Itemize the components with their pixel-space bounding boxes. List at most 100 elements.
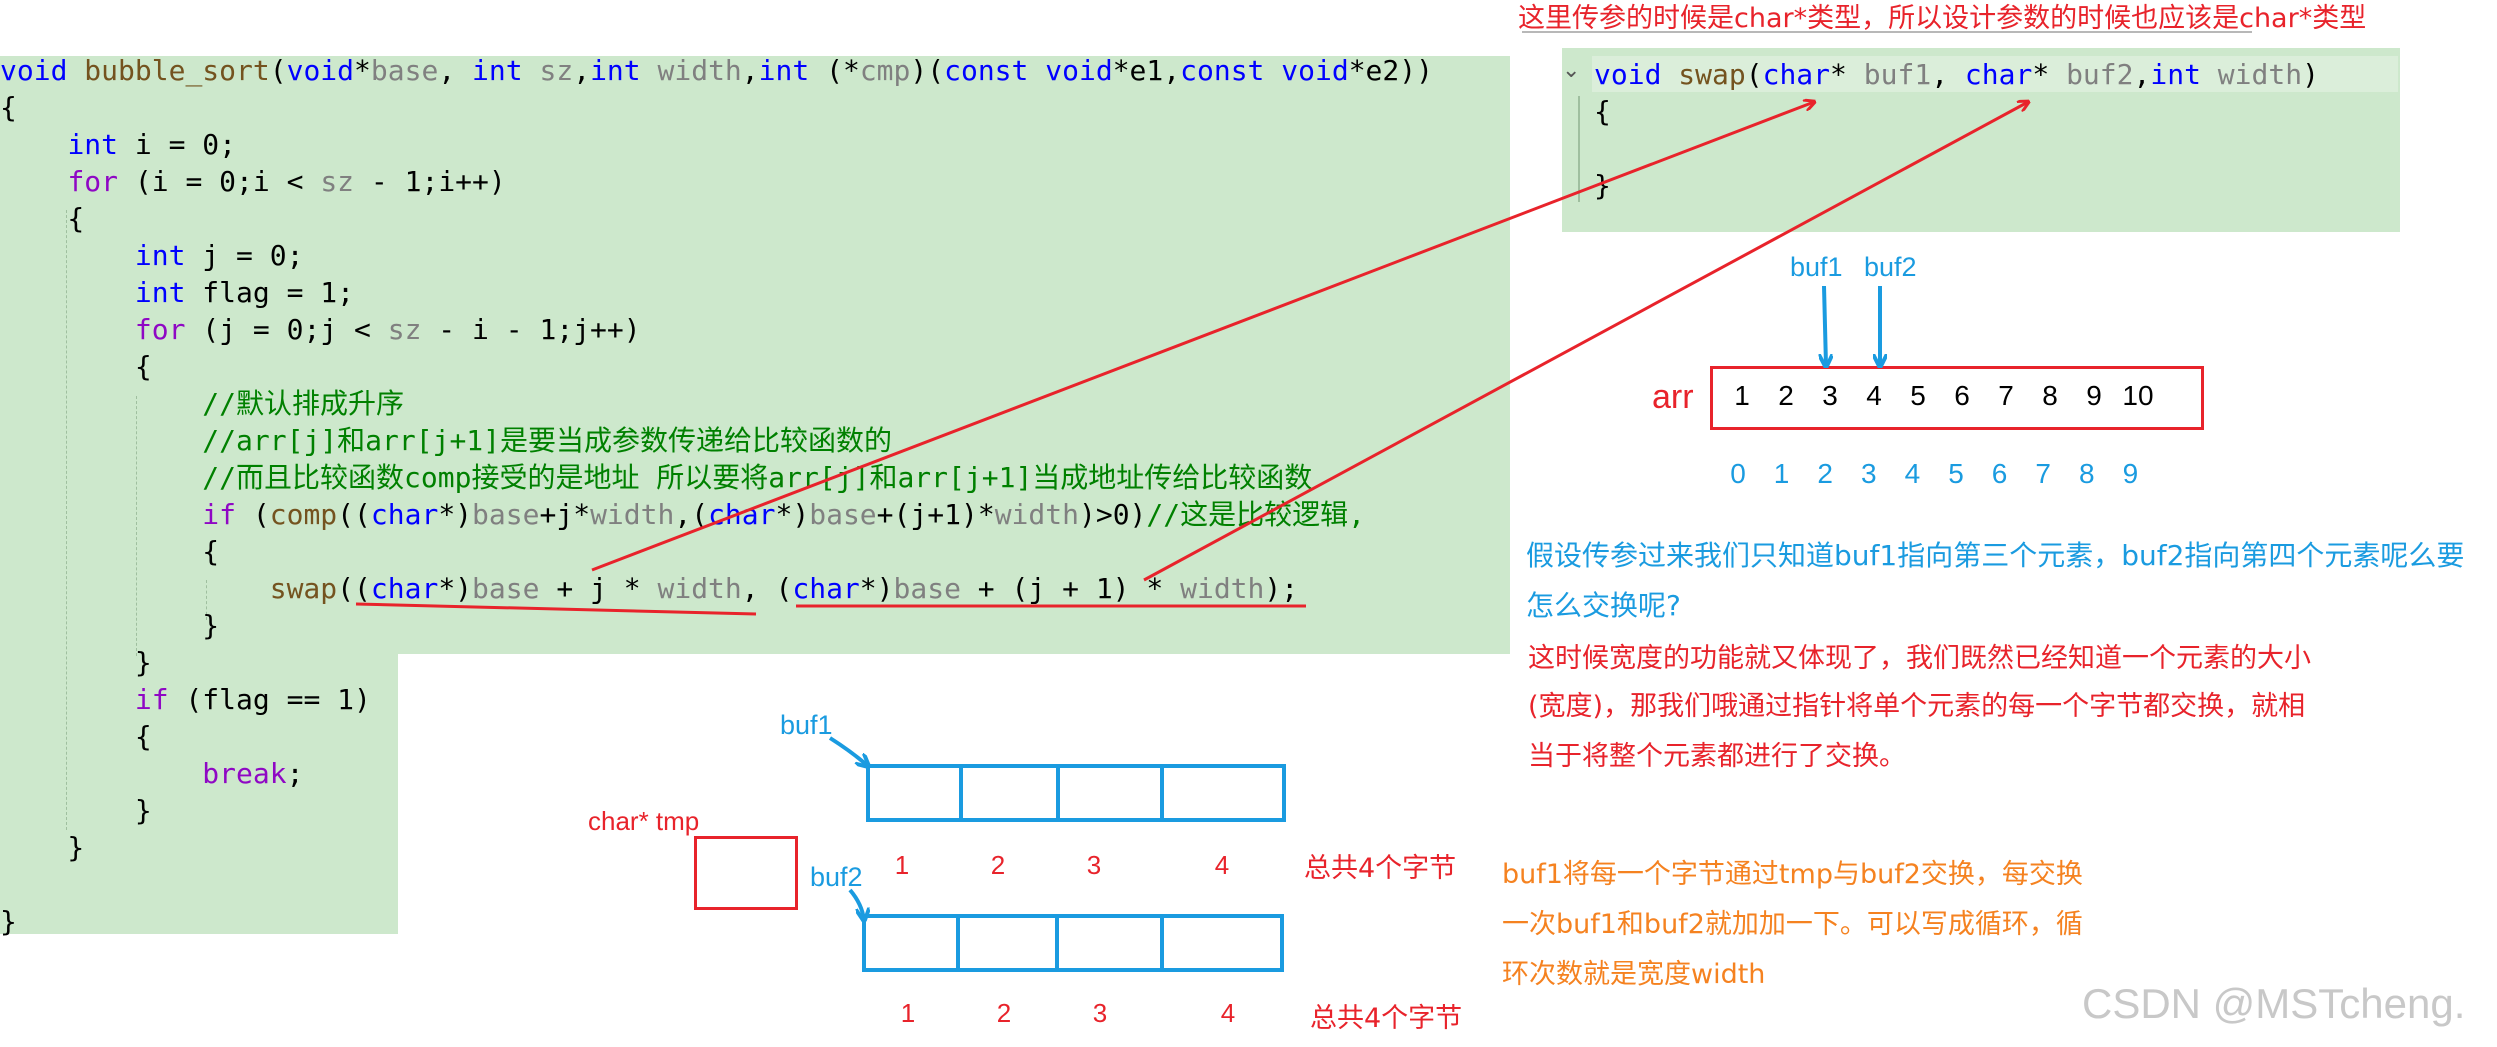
code-token: sz [522, 54, 574, 87]
code-token: swap [269, 572, 338, 605]
code-token: ( [236, 498, 270, 531]
code-token: i = 0; [118, 128, 237, 161]
swap-highlight-line [1592, 56, 2398, 92]
pointer-buf1-label: buf1 [1790, 252, 1843, 282]
code-token: base [472, 498, 540, 531]
array-name: arr [1652, 378, 1694, 416]
code-token: *e1, [1112, 54, 1181, 87]
code-line: } [0, 644, 152, 681]
code-token: char [370, 572, 439, 605]
code-token: //而且比较函数comp接受的是地址 所以要将arr[j]和arr[j+1]当成… [202, 461, 1313, 494]
code-token: , [741, 54, 759, 87]
code-line: swap((char*)base + j * width, (char*)bas… [0, 570, 1298, 607]
byte-cell [1055, 914, 1164, 972]
code-token [0, 128, 67, 161]
code-token: (flag == 1) [168, 683, 371, 716]
code-token: width [994, 498, 1079, 531]
array-index: 3 [1861, 458, 1877, 489]
code-token: { [0, 720, 152, 753]
code-token: cmp [859, 54, 911, 87]
code-line: int j = 0; [0, 237, 304, 274]
array-index: 1 [1773, 458, 1790, 489]
code-token: *) [438, 498, 473, 531]
code-token: +j* [539, 498, 591, 531]
code-line: { [0, 89, 17, 126]
array-element: 4 [1866, 380, 1882, 411]
array-index: 8 [2079, 458, 2095, 489]
code-token: } [0, 609, 220, 642]
code-line: //默认排成升序 [0, 385, 404, 422]
code-token: comp [269, 498, 338, 531]
code-line: { [1594, 93, 1611, 130]
buf2-label: buf2 [810, 862, 863, 892]
code-token: (( [337, 498, 371, 531]
code-line: for (i = 0;i < sz - 1;i++) [0, 163, 506, 200]
byte-number: 2 [996, 998, 1012, 1028]
code-token: bubble_sort [84, 54, 270, 87]
code-token: } [0, 831, 85, 864]
byte-cell [866, 764, 963, 822]
code-token [0, 165, 67, 198]
code-token: width [590, 498, 675, 531]
array-element: 5 [1910, 380, 1926, 411]
code-token: + j * [539, 572, 658, 605]
code-token: void [1594, 58, 1679, 91]
code-token: , [573, 54, 591, 87]
code-token: char [370, 498, 439, 531]
code-line: { [0, 348, 152, 385]
code-token [0, 387, 202, 420]
width-note-line2: (宽度)，那我们哦通过指针将单个元素的每一个字节都交换，就相 [1528, 691, 2306, 722]
code-token: ( [269, 54, 287, 87]
code-line: //arr[j]和arr[j+1]是要当成参数传递给比较函数的 [0, 422, 892, 459]
code-token: swap [1678, 58, 1746, 91]
buf1-label: buf1 [780, 710, 833, 740]
tmp-box [694, 836, 798, 910]
code-token: - i - 1;j++) [421, 313, 641, 346]
total-bytes-label-2: 总共4个字节 [1310, 1003, 1463, 1034]
code-line: for (j = 0;j < sz - i - 1;j++) [0, 311, 641, 348]
code-token: char [708, 498, 776, 531]
code-token: } [0, 794, 152, 827]
width-note-line1: 这时候宽度的功能就又体现了，我们既然已经知道一个元素的大小 [1528, 643, 2311, 674]
code-line: { [0, 200, 84, 237]
array-index: 0 [1730, 458, 1746, 489]
code-token: if [202, 498, 237, 531]
code-line: void swap(char* buf1, char* buf2,int wid… [1594, 56, 2319, 93]
byte-cell [1056, 764, 1164, 822]
code-token: { [0, 535, 220, 568]
code-token: } [0, 905, 17, 938]
code-token: buf2 [2066, 58, 2134, 91]
byte-number: 1 [894, 850, 910, 880]
pointer-buf2-label: buf2 [1864, 252, 1917, 282]
code-token: sz [320, 165, 355, 198]
code-token: )( [910, 54, 945, 87]
array-index: 4 [1904, 458, 1921, 489]
byte-cell [959, 764, 1060, 822]
code-token: width [2200, 58, 2303, 91]
code-token: - 1;i++) [354, 165, 506, 198]
arrow-buf1-to-element [1824, 285, 1826, 366]
code-token: buf1 [1863, 58, 1932, 91]
code-token: ) [2302, 58, 2319, 91]
watermark: CSDN @MSTcheng. [2082, 980, 2466, 1027]
code-token [0, 461, 202, 494]
byte-number: 2 [990, 850, 1006, 880]
code-token: char [1762, 58, 1831, 91]
array-element: 2 [1778, 380, 1794, 411]
code-line: { [0, 718, 152, 755]
code-token [0, 757, 202, 790]
code-token: *e2)) [1348, 54, 1433, 87]
array-index: 5 [1948, 458, 1964, 489]
fold-icon[interactable]: ⌄ [1562, 58, 1581, 83]
code-token: int [590, 54, 641, 87]
code-token: +(j+1)* [876, 498, 995, 531]
code-line: } [0, 903, 17, 940]
code-token [0, 498, 202, 531]
code-token: *) [775, 498, 810, 531]
array-element: 8 [2042, 380, 2058, 411]
total-bytes-label-1: 总共4个字节 [1304, 853, 1457, 884]
code-token: , [438, 54, 473, 87]
code-token: if [134, 683, 169, 716]
code-token: , ( [741, 572, 793, 605]
code-line: int flag = 1; [0, 274, 354, 311]
